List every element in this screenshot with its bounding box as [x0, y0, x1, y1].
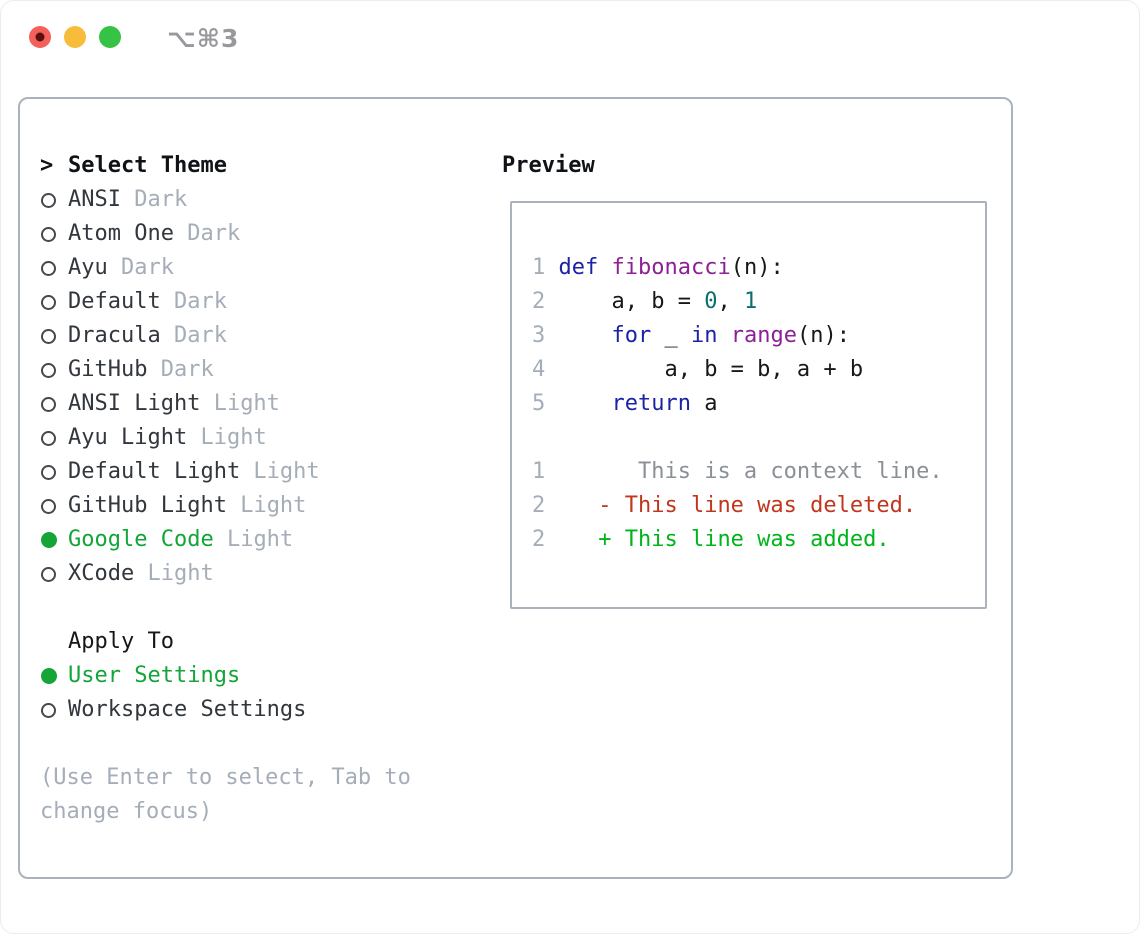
item-label: XCode [68, 561, 135, 586]
radio-icon [41, 260, 56, 276]
theme-item[interactable]: Dracula Dark [40, 319, 502, 353]
code-line [532, 421, 985, 455]
item-label: GitHub Light [68, 493, 227, 518]
item-variant-label: Light [240, 459, 320, 484]
radio-icon [41, 498, 56, 514]
item-label: Google Code [68, 527, 214, 552]
item-label: Ayu [68, 255, 108, 280]
preview-panel: Preview 1 def fibonacci(n): 2 a, b = 0, 1… [502, 149, 991, 877]
item-variant-label: Dark [107, 255, 174, 280]
item-label: Atom One [68, 221, 174, 246]
code-line: 5 return a [532, 391, 718, 416]
item-label: Ayu Light [68, 425, 188, 450]
item-label: User Settings [68, 663, 241, 688]
keyboard-hint-text: (Use Enter to select, Tab to change focu… [40, 765, 411, 824]
selected-radio-icon [41, 532, 57, 548]
selected-radio-icon [41, 668, 57, 684]
theme-item[interactable]: ANSI Dark [40, 183, 502, 217]
item-variant-label: Light [187, 425, 267, 450]
item-variant-label: Light [134, 561, 214, 586]
radio-icon [41, 430, 56, 446]
item-variant-label: Dark [120, 187, 188, 212]
item-variant-label: Dark [160, 323, 227, 348]
item-variant-label: Light [200, 391, 280, 416]
radio-icon [41, 702, 56, 718]
code-line: 2 + This line was added. [532, 527, 890, 552]
panel-title: Select Theme [68, 153, 227, 178]
theme-item[interactable]: Default Light Light [40, 455, 502, 489]
zoom-button[interactable] [99, 26, 121, 48]
item-variant-label: Light [226, 493, 307, 518]
theme-item[interactable]: GitHub Light Light [40, 489, 502, 523]
minimize-button[interactable] [64, 26, 86, 48]
radio-icon [41, 226, 56, 242]
item-label: Workspace Settings [68, 697, 307, 722]
item-variant-label: Light [213, 527, 294, 552]
focus-caret-icon: > [40, 153, 54, 178]
item-label: ANSI [68, 187, 121, 212]
code-line: 4 a, b = b, a + b [532, 357, 864, 382]
theme-item[interactable]: Google Code Light [40, 523, 502, 557]
titlebar: ⌥⌘3 [0, 0, 1140, 74]
theme-item[interactable]: ANSI Light Light [40, 387, 502, 421]
keyboard-shortcut-label: ⌥⌘3 [167, 24, 240, 53]
item-variant-label: Dark [173, 221, 241, 246]
item-label: Dracula [68, 323, 161, 348]
traffic-lights [29, 26, 121, 48]
select-theme-header: > Select Theme [40, 149, 502, 183]
radio-icon [41, 192, 56, 208]
apply-to-header: Apply To [68, 629, 174, 654]
theme-item[interactable]: Ayu Light Light [40, 421, 502, 455]
code-preview-box: 1 def fibonacci(n): 2 a, b = 0, 1 3 for _ … [510, 201, 987, 609]
radio-icon [41, 566, 56, 582]
theme-item[interactable]: XCode Light [40, 557, 502, 591]
radio-icon [41, 362, 56, 378]
radio-icon [41, 294, 56, 310]
theme-item[interactable]: GitHub Dark [40, 353, 502, 387]
item-variant-label: Dark [160, 289, 227, 314]
code-line: 3 for _ in range(n): [532, 323, 850, 348]
close-button[interactable] [29, 26, 51, 48]
apply-to-option[interactable]: Workspace Settings [40, 693, 502, 727]
item-label: Default Light [68, 459, 241, 484]
code-line: 2 a, b = 0, 1 [532, 289, 758, 314]
item-label: GitHub [68, 357, 148, 382]
item-variant-label: Dark [147, 357, 214, 382]
apply-to-option[interactable]: User Settings [40, 659, 502, 693]
item-label: ANSI Light [68, 391, 201, 416]
theme-item[interactable]: Atom One Dark [40, 217, 502, 251]
theme-item[interactable]: Default Dark [40, 285, 502, 319]
code-line: 1 This is a context line. [532, 459, 943, 484]
theme-item[interactable]: Ayu Dark [40, 251, 502, 285]
radio-icon [41, 464, 56, 480]
code-line: 1 def fibonacci(n): [532, 255, 784, 280]
radio-icon [41, 396, 56, 412]
code-line: 2 - This line was deleted. [532, 493, 917, 518]
preview-title: Preview [502, 153, 595, 178]
radio-icon [41, 328, 56, 344]
item-label: Default [68, 289, 161, 314]
